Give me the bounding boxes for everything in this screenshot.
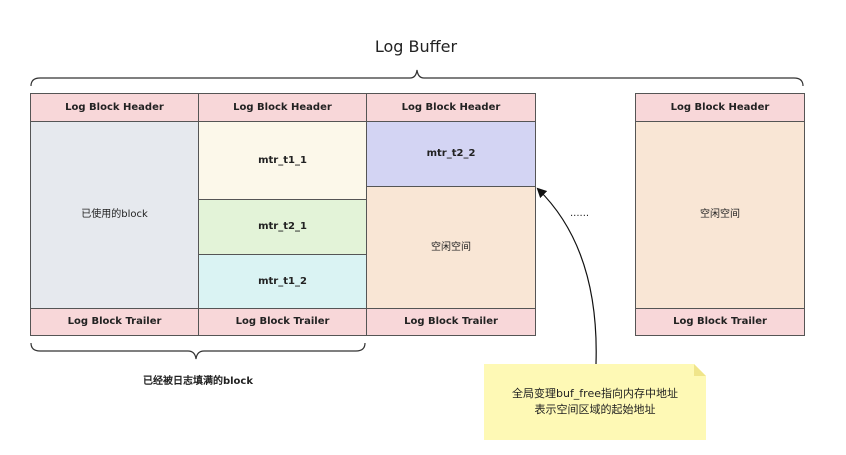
col4-trailer: Log Block Trailer	[635, 308, 805, 336]
col3-free-space: 空闲空间	[366, 186, 536, 309]
diagram-title: Log Buffer	[374, 37, 458, 56]
filled-blocks-caption: 已经被日志填满的block	[142, 376, 254, 387]
col3-mtr-t2-2: mtr_t2_2	[366, 121, 536, 187]
col1-trailer: Log Block Trailer	[30, 308, 199, 336]
col4-free-space: 空闲空间	[635, 121, 805, 309]
ellipsis-label: ......	[570, 208, 590, 219]
col2-trailer: Log Block Trailer	[198, 308, 367, 336]
col2-mtr-t1-2: mtr_t1_2	[198, 254, 367, 309]
col4-header: Log Block Header	[635, 93, 805, 122]
note-line-1: 全局变理buf_free指向内存中地址	[511, 387, 678, 400]
col3-trailer: Log Block Trailer	[366, 308, 536, 336]
col2-header: Log Block Header	[198, 93, 367, 122]
col2-mtr-t2-1: mtr_t2_1	[198, 199, 367, 255]
pointer-arrow	[536, 187, 597, 365]
bottom-brace	[30, 342, 366, 360]
note-line-2: 表示空间区域的起始地址	[534, 403, 656, 416]
top-brace	[30, 69, 804, 87]
col2-mtr-t1-1: mtr_t1_1	[198, 121, 367, 200]
col1-used-block: 已使用的block	[30, 121, 199, 309]
col1-header: Log Block Header	[30, 93, 199, 122]
col3-header: Log Block Header	[366, 93, 536, 122]
sticky-note: 全局变理buf_free指向内存中地址 表示空间区域的起始地址	[484, 364, 706, 440]
